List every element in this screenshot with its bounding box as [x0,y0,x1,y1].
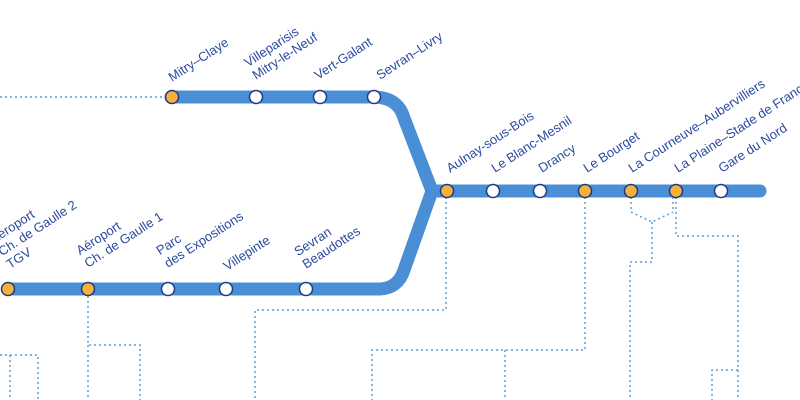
connector-aulnay [254,197,447,400]
station-le-bourget[interactable] [577,183,593,199]
track-branch-cdg [1,184,439,296]
station-aeroport-cdg1[interactable] [80,281,96,297]
connector-lines [0,96,739,400]
station-la-courneuve[interactable] [623,183,639,199]
label-aeroport-cdg2: Aéroport Ch. de Gaulle 2 TGV [0,183,90,272]
track-branch-mitry [164,90,439,198]
station-la-plaine[interactable] [668,183,684,199]
connector-plaine [675,197,739,400]
connector-cdg1 [87,296,141,400]
station-villepinte[interactable] [218,281,234,297]
label-sevran-beaudottes: Sevran Beaudottes [291,210,363,271]
label-villepinte: Villepinte [220,232,272,273]
station-gare-du-nord[interactable] [713,183,729,199]
connector-plaine-branch [711,369,738,400]
station-mitry-claye[interactable] [164,89,180,105]
station-aeroport-cdg2[interactable] [0,281,16,297]
station-parc-expositions[interactable] [160,281,176,297]
track [1,90,767,296]
station-villeparisis[interactable] [248,89,264,105]
connector-bourget [371,197,586,400]
station-sevran-livry[interactable] [366,89,382,105]
station-labels: Mitry–Claye Villeparisis Mitry-le-Neuf V… [0,17,800,273]
label-aeroport-cdg1: Aéroport Ch. de Gaulle 1 [73,196,165,270]
label-vert-galant: Vert-Galant [311,34,375,83]
connector-courneuve [629,197,674,400]
station-vert-galant[interactable] [312,89,328,105]
station-drancy[interactable] [532,183,548,199]
label-villeparisis: Villeparisis Mitry-le-Neuf [241,17,320,83]
stations [0,89,729,297]
label-sevran-livry: Sevran–Livry [373,28,445,82]
station-blanc-mesnil[interactable] [485,183,501,199]
connector-cdg2 [0,354,39,400]
station-sevran-beaudottes[interactable] [298,281,314,297]
station-aulnay[interactable] [439,183,455,199]
label-mitry-claye: Mitry–Claye [165,35,231,85]
